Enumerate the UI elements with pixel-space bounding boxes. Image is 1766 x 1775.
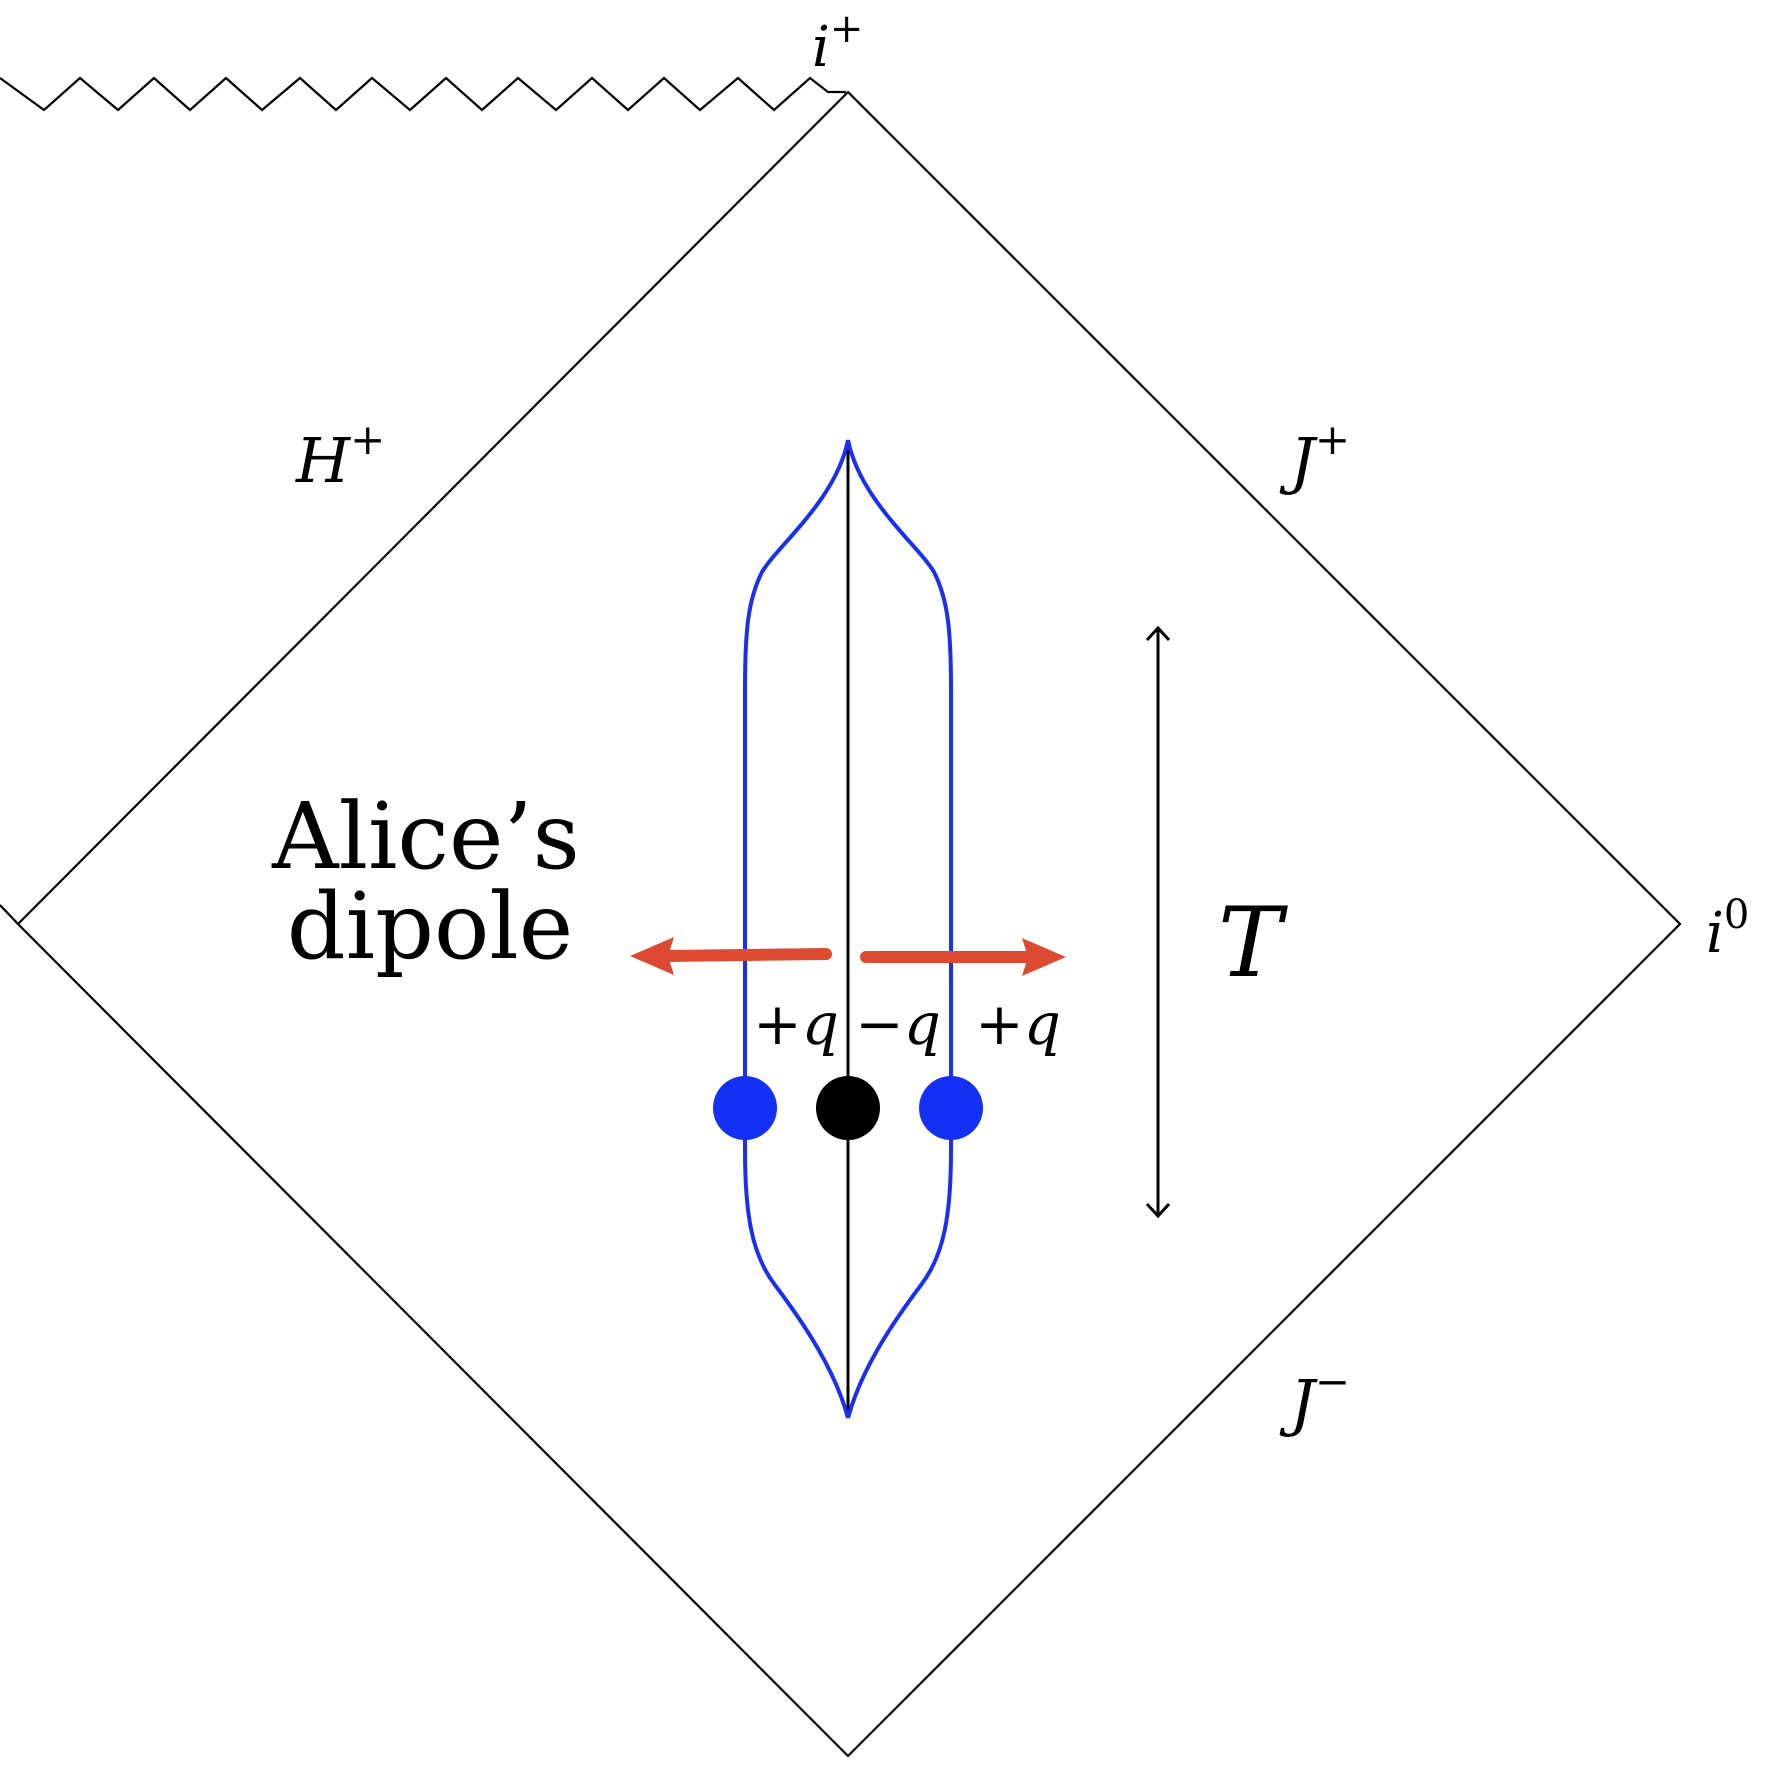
left-red-arrow-head xyxy=(630,937,674,975)
diamond-outline xyxy=(16,90,1682,1758)
horizon-label: H+ xyxy=(295,415,385,497)
charge-center-dot xyxy=(816,1076,880,1140)
i-plus-label: i+ xyxy=(812,6,863,80)
left-red-arrow-shaft xyxy=(662,948,832,962)
time-arrow-bottom-head xyxy=(1145,1202,1171,1219)
right-blue-worldline xyxy=(846,439,953,1419)
charge-center-label: −q xyxy=(855,990,941,1058)
charge-right-label: +q xyxy=(975,990,1061,1058)
i-zero-label: i0 xyxy=(1706,892,1749,966)
scri-minus-label: J− xyxy=(1279,1357,1350,1439)
singularity-zigzag xyxy=(0,76,846,112)
charge-left-label: +q xyxy=(753,990,839,1058)
charge-right-dot xyxy=(919,1076,983,1140)
diamond-left-tail xyxy=(0,904,19,925)
dipole-label-line2: dipole xyxy=(287,873,573,980)
right-red-arrow-head xyxy=(1022,938,1066,976)
dipole-label-line1: Alice’s xyxy=(271,783,580,890)
time-T-label: T xyxy=(1218,887,1288,999)
charge-left-dot xyxy=(713,1076,777,1140)
left-blue-worldline xyxy=(743,439,850,1419)
time-arrow-top-head xyxy=(1145,625,1171,642)
scri-plus-label: J+ xyxy=(1279,415,1350,497)
